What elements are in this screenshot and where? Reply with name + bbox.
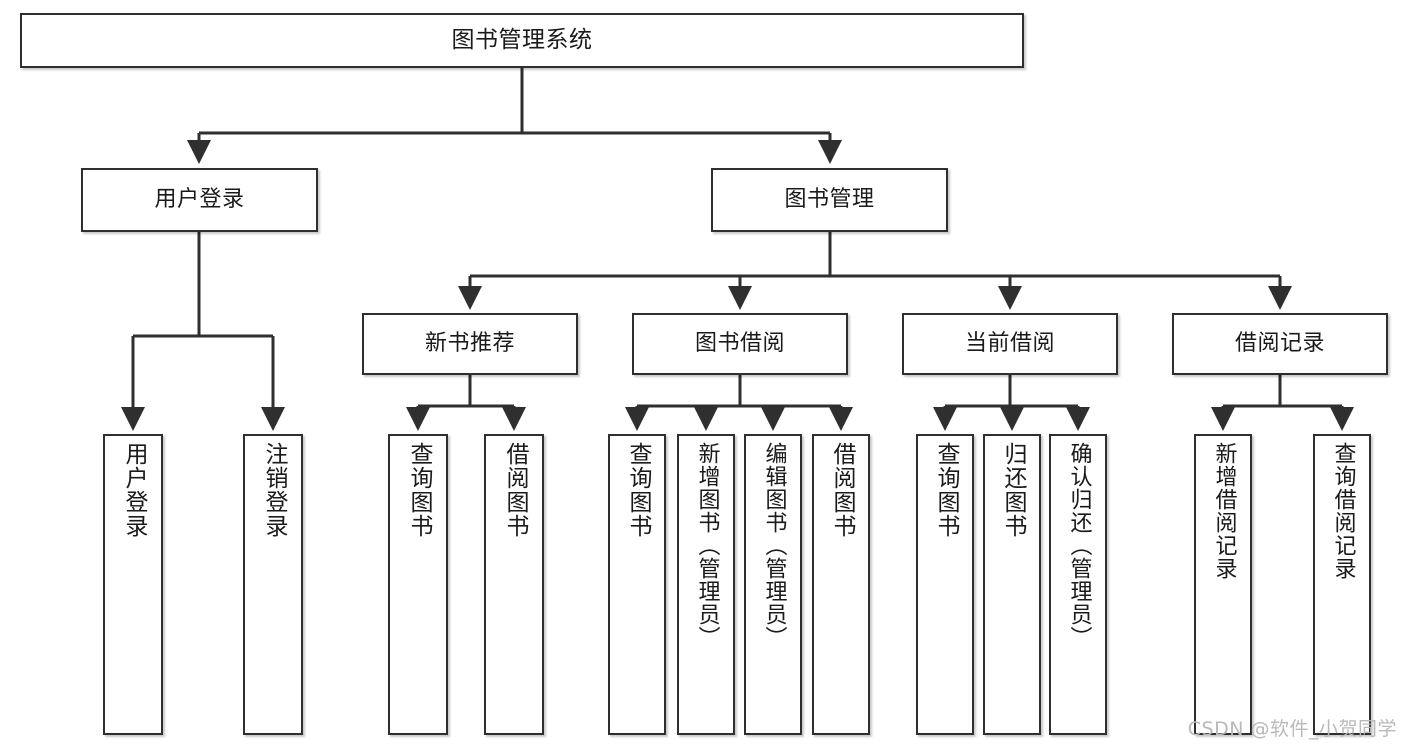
leaf-user-login-label: 用户登录 xyxy=(120,442,147,538)
leaf-borrow-borrow-book-label: 借阅图书 xyxy=(828,442,855,538)
leaf-current-return-book[interactable]: 归还图书 xyxy=(983,434,1041,735)
leaf-record-add[interactable]: 新增借阅记录 xyxy=(1194,434,1252,735)
leaf-current-query-book[interactable]: 查询图书 xyxy=(916,434,974,735)
leaf-record-query[interactable]: 查询借阅记录 xyxy=(1313,434,1371,735)
node-root[interactable]: 图书管理系统 xyxy=(20,13,1024,68)
leaf-user-login[interactable]: 用户登录 xyxy=(103,434,163,735)
leaf-user-logout-label: 注销登录 xyxy=(260,442,287,538)
leaf-newbook-borrow-book-label: 借阅图书 xyxy=(501,442,528,538)
leaf-current-query-book-label: 查询图书 xyxy=(932,442,959,538)
leaf-current-confirm-return[interactable]: 确认归还（管理员） xyxy=(1049,434,1107,735)
leaf-current-confirm-return-label: 确认归还（管理员） xyxy=(1066,442,1092,649)
node-borrow-record-label: 借阅记录 xyxy=(1234,330,1325,356)
leaf-record-query-label: 查询借阅记录 xyxy=(1330,442,1356,580)
node-book-management-label: 图书管理 xyxy=(784,186,875,212)
leaf-borrow-edit-book-label: 编辑图书（管理员） xyxy=(761,442,787,649)
leaf-user-logout[interactable]: 注销登录 xyxy=(243,434,303,735)
node-borrow-record[interactable]: 借阅记录 xyxy=(1172,313,1388,375)
leaf-newbook-query-book-label: 查询图书 xyxy=(405,442,432,538)
leaf-borrow-query-book-label: 查询图书 xyxy=(624,442,651,538)
leaf-borrow-add-book[interactable]: 新增图书（管理员） xyxy=(677,434,735,735)
leaf-newbook-query-book[interactable]: 查询图书 xyxy=(388,434,448,735)
node-book-management[interactable]: 图书管理 xyxy=(711,168,948,232)
node-book-borrow[interactable]: 图书借阅 xyxy=(632,313,848,375)
node-user-login[interactable]: 用户登录 xyxy=(81,168,318,232)
node-book-borrow-label: 图书借阅 xyxy=(694,330,785,356)
node-user-login-label: 用户登录 xyxy=(154,186,245,212)
leaf-borrow-query-book[interactable]: 查询图书 xyxy=(608,434,666,735)
leaf-record-add-label: 新增借阅记录 xyxy=(1211,442,1237,580)
leaf-borrow-edit-book[interactable]: 编辑图书（管理员） xyxy=(744,434,802,735)
node-current-borrow-label: 当前借阅 xyxy=(964,330,1055,356)
leaf-newbook-borrow-book[interactable]: 借阅图书 xyxy=(484,434,544,735)
watermark: CSDN @软件_小贺同学 xyxy=(1187,718,1397,740)
node-new-book-recommend[interactable]: 新书推荐 xyxy=(362,313,578,375)
leaf-borrow-borrow-book[interactable]: 借阅图书 xyxy=(812,434,870,735)
node-root-label: 图书管理系统 xyxy=(451,26,593,53)
node-new-book-recommend-label: 新书推荐 xyxy=(424,330,515,356)
leaf-current-return-book-label: 归还图书 xyxy=(999,442,1026,538)
node-current-borrow[interactable]: 当前借阅 xyxy=(902,313,1118,375)
leaf-borrow-add-book-label: 新增图书（管理员） xyxy=(694,442,720,649)
